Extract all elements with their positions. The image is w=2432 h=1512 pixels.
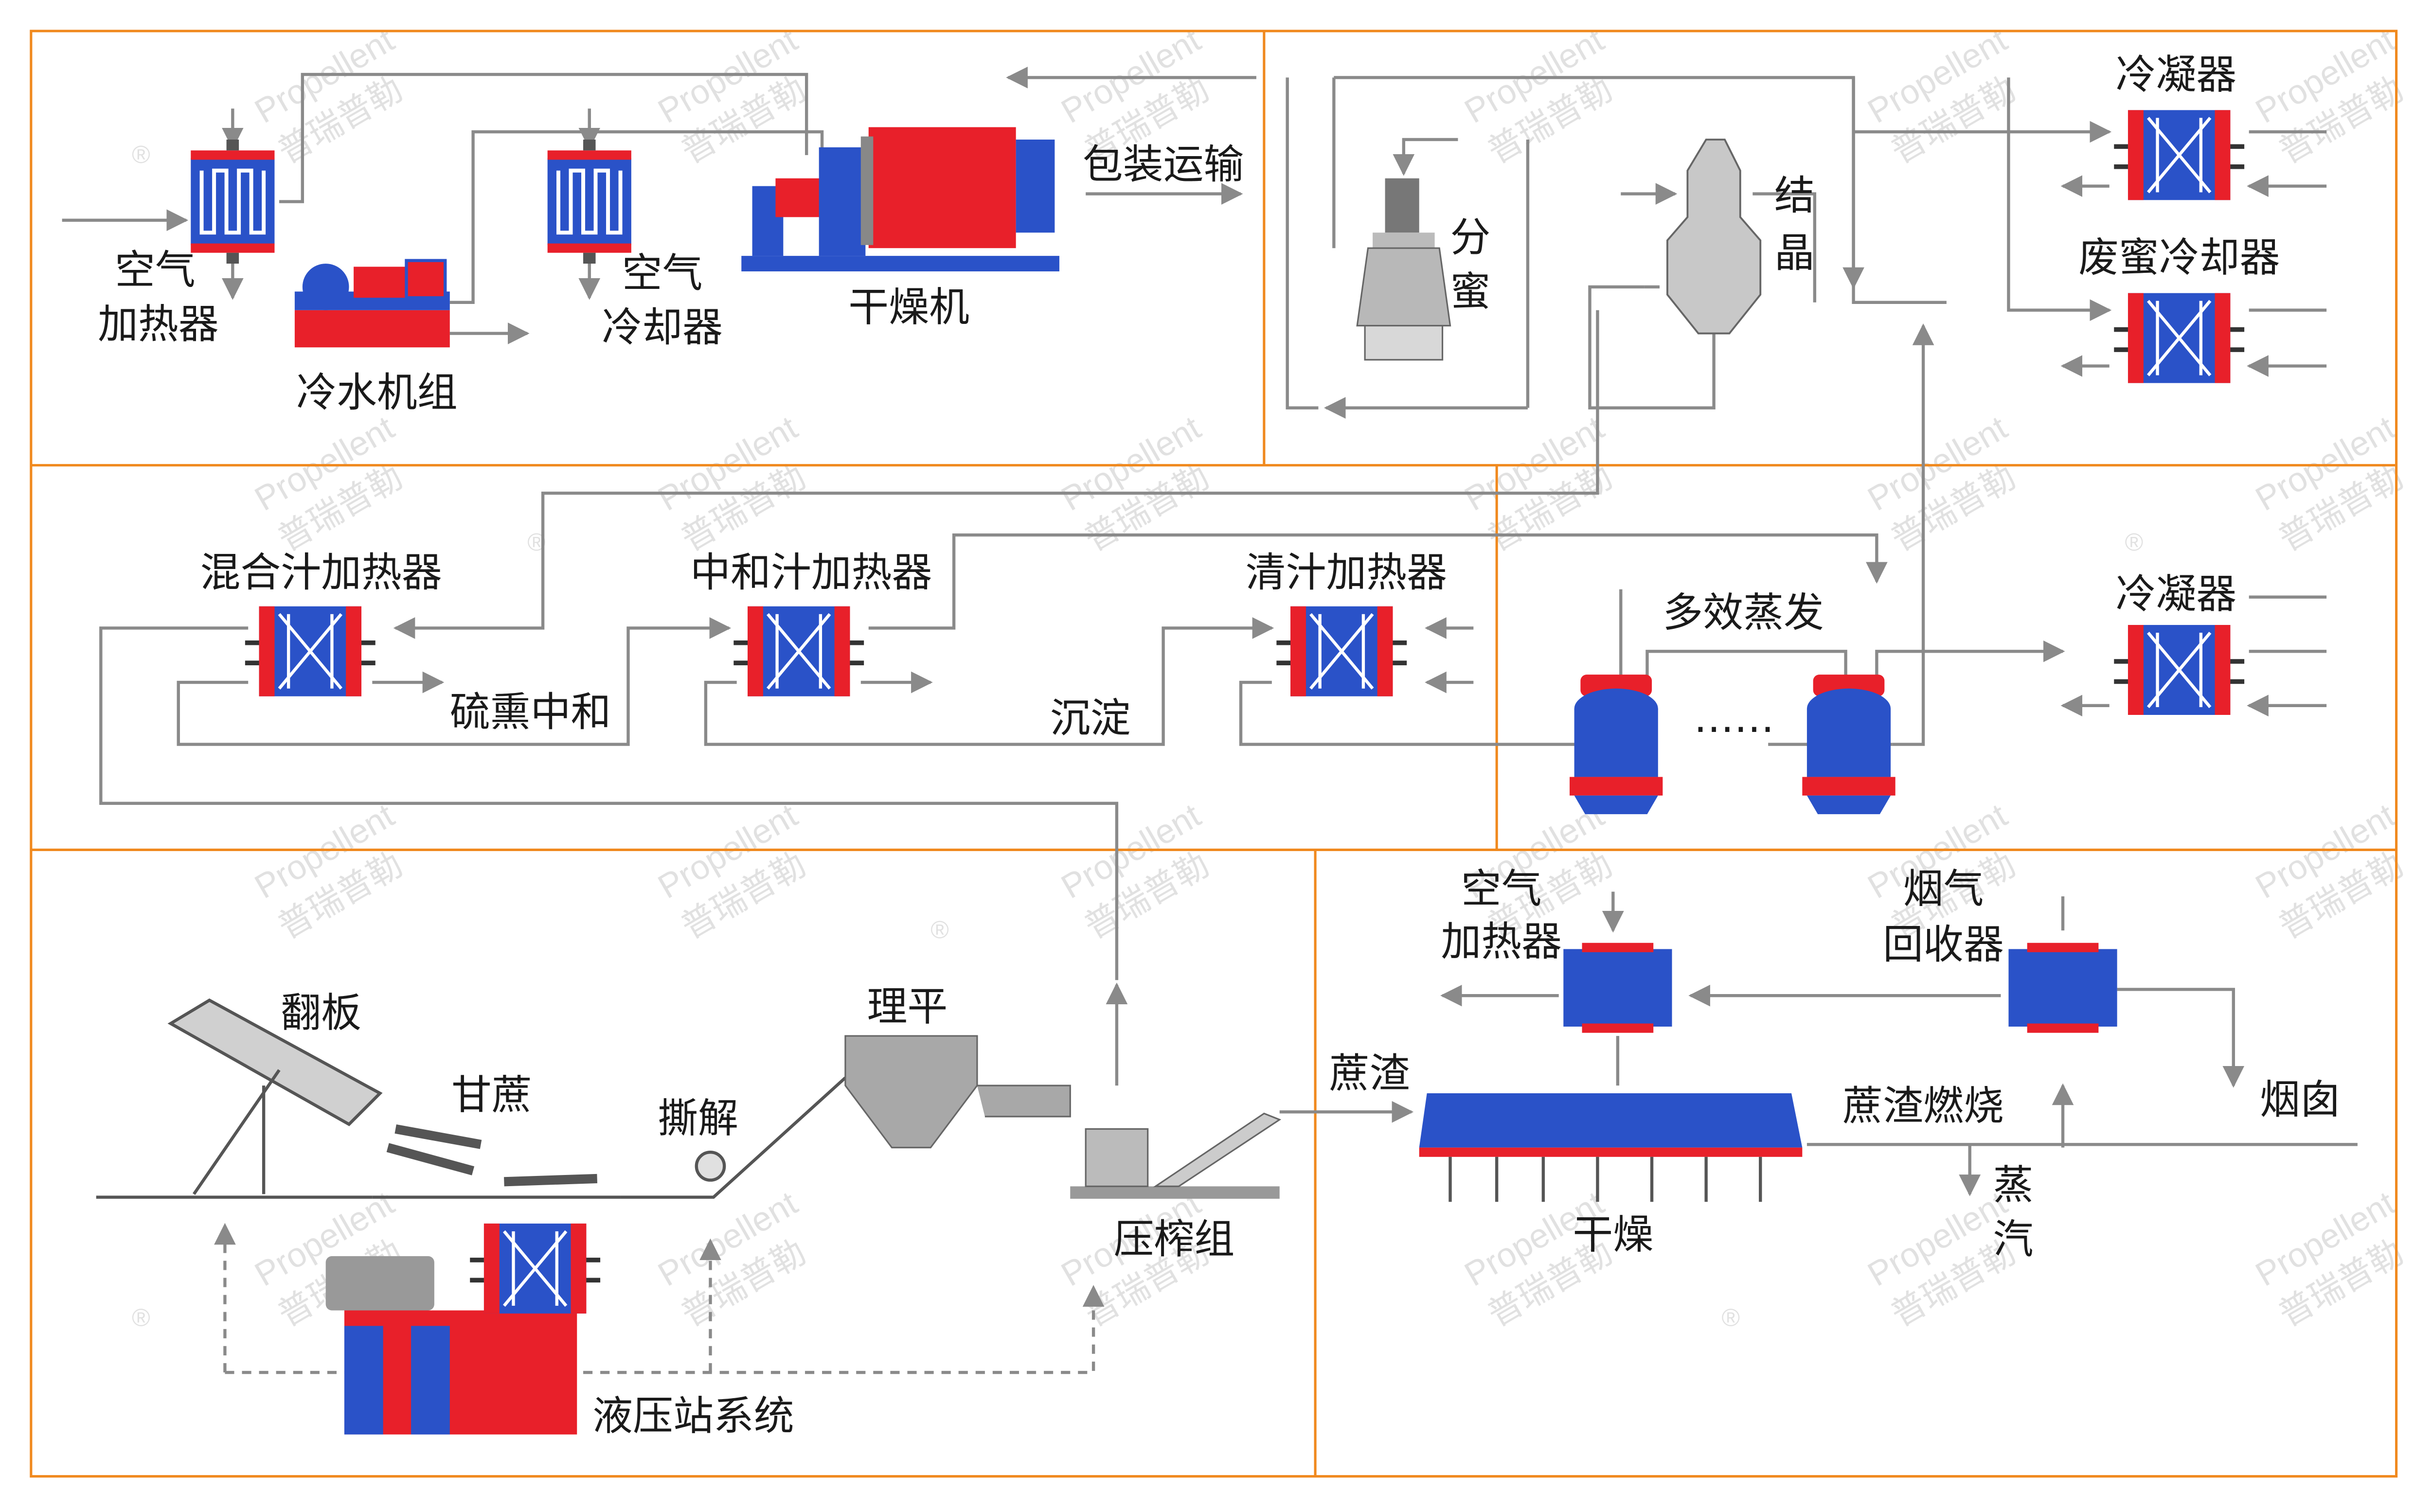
- label-condenser-top: 冷凝器: [2115, 51, 2236, 98]
- label-chimney: 烟囱: [2260, 1076, 2341, 1123]
- label-multi-effect: 多效蒸发: [1663, 589, 1824, 636]
- svg-text:®: ®: [2125, 528, 2144, 556]
- evaporator-n: [1802, 675, 1896, 815]
- svg-text:®: ®: [132, 1303, 150, 1331]
- dryer-machine: [741, 127, 1059, 272]
- label-dryer: 干燥机: [848, 284, 969, 331]
- label-crystallize-1: 结: [1774, 172, 1815, 219]
- label-separation-1: 分: [1450, 214, 1491, 261]
- label-separation-2: 蜜: [1450, 268, 1491, 315]
- label-air-heater-top-1: 空气: [115, 247, 196, 294]
- label-air-cooler-1: 空气: [622, 249, 703, 297]
- label-steam-1: 蒸: [1993, 1161, 2034, 1209]
- label-chiller: 冷水机组: [296, 369, 458, 416]
- separator-centrifuge: [1356, 178, 1451, 361]
- label-flip-plate: 翻板: [281, 989, 361, 1036]
- label-packaging: 包装运输: [1083, 141, 1244, 188]
- label-shredding: 撕解: [658, 1095, 738, 1142]
- labels: 空气 加热器 冷水机组 空气 冷却器 干燥机 包装运输 分 蜜 结 晶 冷凝器 …: [98, 51, 2341, 1440]
- label-air-cooler-2: 冷却器: [602, 304, 723, 351]
- label-press-group: 压榨组: [1114, 1215, 1235, 1263]
- label-clear-juice-heater: 清汁加热器: [1246, 549, 1447, 596]
- chiller-unit: [294, 259, 450, 348]
- label-bagasse-burning: 蔗渣燃烧: [1842, 1082, 2004, 1129]
- label-hydraulic-station: 液压站系统: [592, 1392, 794, 1440]
- label-flue-gas-1: 烟气: [1903, 865, 1984, 912]
- label-mixed-juice-heater: 混合汁加热器: [200, 549, 442, 596]
- label-drying: 干燥: [1573, 1211, 1653, 1258]
- air-cooler: [548, 140, 631, 264]
- svg-text:®: ®: [132, 141, 150, 168]
- neutral-juice-heater: [733, 606, 864, 696]
- label-air-heater-bottom-1: 空气: [1461, 865, 1542, 912]
- section-borders: [30, 30, 2398, 1478]
- bagasse-dryer-bed: [1419, 1093, 1803, 1202]
- evaporator-1: [1570, 675, 1663, 815]
- leveling-hopper: [844, 1035, 1071, 1149]
- label-waste-molasses-cooler: 废蜜冷却器: [2078, 234, 2280, 281]
- condenser-middle: [2114, 625, 2244, 715]
- label-condenser-middle: 冷凝器: [2115, 570, 2236, 618]
- press-mill: [1070, 1112, 1282, 1199]
- label-crystallize-2: 晶: [1774, 229, 1815, 276]
- pipes: [62, 67, 2358, 1374]
- crystallizer: [1666, 139, 1762, 335]
- svg-text:®: ®: [930, 916, 949, 943]
- clear-juice-heater: [1276, 606, 1407, 696]
- label-neutral-juice-heater: 中和汁加热器: [690, 549, 932, 596]
- hydraulic-station: [325, 1224, 600, 1435]
- waste-molasses-cooler: [2114, 293, 2244, 383]
- label-settling: 沉淀: [1050, 694, 1131, 742]
- label-dots: ……: [1694, 694, 1774, 742]
- flue-gas-recovery: [2008, 943, 2117, 1033]
- label-sulfitation: 硫熏中和: [450, 688, 611, 735]
- condenser-top: [2114, 110, 2244, 200]
- cane-conveyor: [96, 998, 847, 1199]
- svg-text:®: ®: [1722, 1303, 1740, 1331]
- air-heater-top: [191, 140, 274, 264]
- label-flue-gas-2: 回收器: [1883, 921, 2004, 968]
- label-steam-2: 汽: [1993, 1215, 2034, 1263]
- label-sugarcane: 甘蔗: [451, 1071, 532, 1119]
- label-air-heater-bottom-2: 加热器: [1441, 918, 1562, 965]
- label-air-heater-top-2: 加热器: [98, 301, 219, 348]
- mixed-juice-heater: [245, 606, 376, 696]
- air-heater-bottom: [1563, 943, 1672, 1033]
- label-leveling: 理平: [867, 983, 948, 1030]
- label-bagasse: 蔗渣: [1329, 1050, 1410, 1097]
